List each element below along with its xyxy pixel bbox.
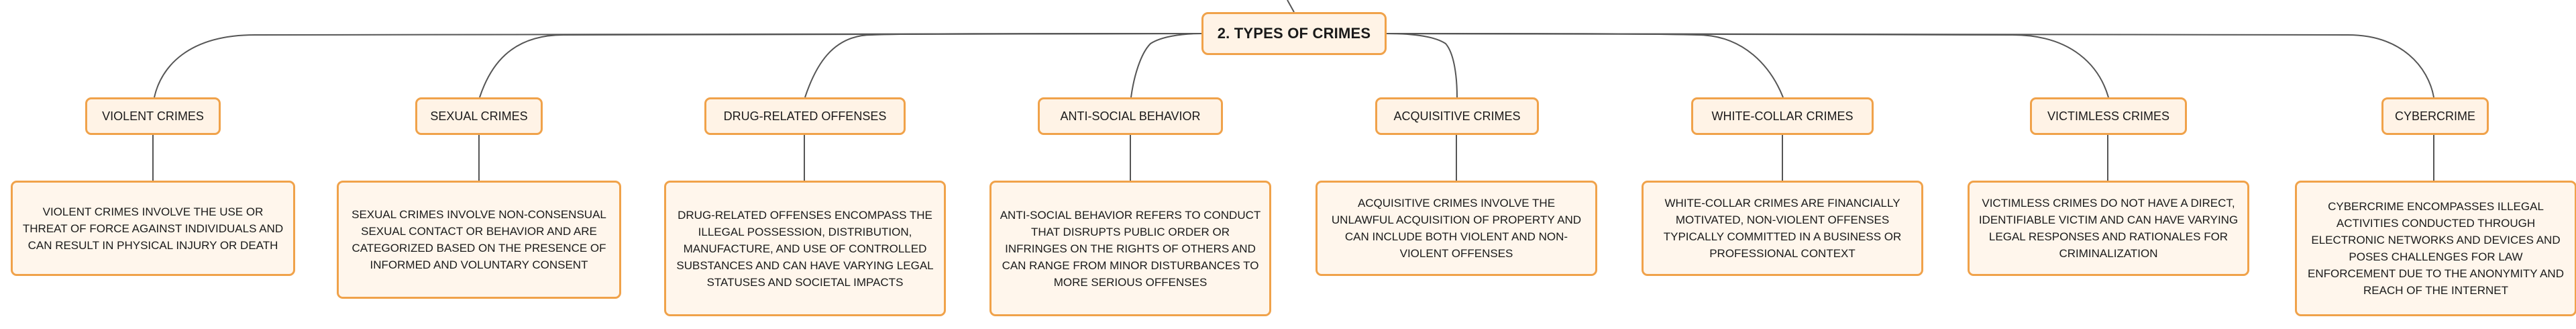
category-node-sexual-crimes[interactable]: SEXUAL CRIMES: [415, 97, 543, 135]
category-node-violent-crimes[interactable]: VIOLENT CRIMES: [85, 97, 221, 135]
description-text: DRUG-RELATED OFFENSES ENCOMPASS THE ILLE…: [676, 208, 934, 289]
connector-acquisitive-crimes: [1386, 33, 1458, 98]
category-label: CYBERCRIME: [2394, 109, 2475, 123]
description-text: VICTIMLESS CRIMES DO NOT HAVE A DIRECT, …: [1978, 197, 2239, 260]
category-node-white-collar-crimes[interactable]: WHITE-COLLAR CRIMES: [1691, 97, 1874, 135]
connector-drug-related-offenses: [804, 33, 1202, 98]
category-label: ACQUISITIVE CRIMES: [1393, 109, 1521, 123]
connector-victimless-crimes: [1386, 33, 2109, 98]
description-node-cybercrime[interactable]: CYBERCRIME ENCOMPASSES ILLEGAL ACTIVITIE…: [2295, 181, 2576, 316]
category-label: WHITE-COLLAR CRIMES: [1711, 109, 1854, 123]
category-node-victimless-crimes[interactable]: VICTIMLESS CRIMES: [2030, 97, 2187, 135]
description-node-sexual-crimes[interactable]: SEXUAL CRIMES INVOLVE NON-CONSENSUAL SEX…: [337, 181, 621, 299]
description-node-white-collar-crimes[interactable]: WHITE-COLLAR CRIMES ARE FINANCIALLY MOTI…: [1642, 181, 1923, 276]
category-label: SEXUAL CRIMES: [430, 109, 528, 123]
category-label: ANTI-SOCIAL BEHAVIOR: [1060, 109, 1201, 123]
description-text: ANTI-SOCIAL BEHAVIOR REFERS TO CONDUCT T…: [1000, 208, 1261, 289]
connector-anti-social-behavior: [1130, 33, 1202, 98]
description-text: VIOLENT CRIMES INVOLVE THE USE OR THREAT…: [22, 205, 284, 252]
parent-connector: [1287, 0, 1295, 13]
category-node-anti-social-behavior[interactable]: ANTI-SOCIAL BEHAVIOR: [1038, 97, 1223, 135]
category-node-acquisitive-crimes[interactable]: ACQUISITIVE CRIMES: [1375, 97, 1539, 135]
root-node[interactable]: 2. TYPES OF CRIMES: [1201, 12, 1387, 55]
description-text: ACQUISITIVE CRIMES INVOLVE THE UNLAWFUL …: [1331, 197, 1582, 260]
description-node-acquisitive-crimes[interactable]: ACQUISITIVE CRIMES INVOLVE THE UNLAWFUL …: [1316, 181, 1597, 276]
connector-cybercrime: [1386, 33, 2434, 98]
root-node-label: 2. TYPES OF CRIMES: [1217, 25, 1371, 42]
connector-violent-crimes: [154, 33, 1202, 98]
description-text: SEXUAL CRIMES INVOLVE NON-CONSENSUAL SEX…: [352, 208, 606, 271]
description-text: CYBERCRIME ENCOMPASSES ILLEGAL ACTIVITIE…: [2308, 200, 2564, 297]
category-label: DRUG-RELATED OFFENSES: [723, 109, 887, 123]
description-node-violent-crimes[interactable]: VIOLENT CRIMES INVOLVE THE USE OR THREAT…: [11, 181, 295, 276]
description-node-anti-social-behavior[interactable]: ANTI-SOCIAL BEHAVIOR REFERS TO CONDUCT T…: [989, 181, 1271, 316]
description-node-victimless-crimes[interactable]: VICTIMLESS CRIMES DO NOT HAVE A DIRECT, …: [1968, 181, 2249, 276]
category-node-cybercrime[interactable]: CYBERCRIME: [2381, 97, 2489, 135]
category-label: VICTIMLESS CRIMES: [2047, 109, 2170, 123]
description-node-drug-related-offenses[interactable]: DRUG-RELATED OFFENSES ENCOMPASS THE ILLE…: [664, 181, 946, 316]
description-text: WHITE-COLLAR CRIMES ARE FINANCIALLY MOTI…: [1663, 197, 1902, 260]
category-node-drug-related-offenses[interactable]: DRUG-RELATED OFFENSES: [704, 97, 906, 135]
category-label: VIOLENT CRIMES: [102, 109, 204, 123]
